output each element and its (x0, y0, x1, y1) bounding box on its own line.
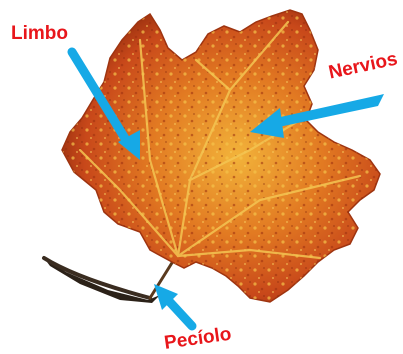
label-limbo: Limbo (11, 24, 68, 43)
leaf-blade (62, 10, 380, 302)
stem (44, 258, 175, 303)
peciolo-arrow (154, 284, 192, 326)
